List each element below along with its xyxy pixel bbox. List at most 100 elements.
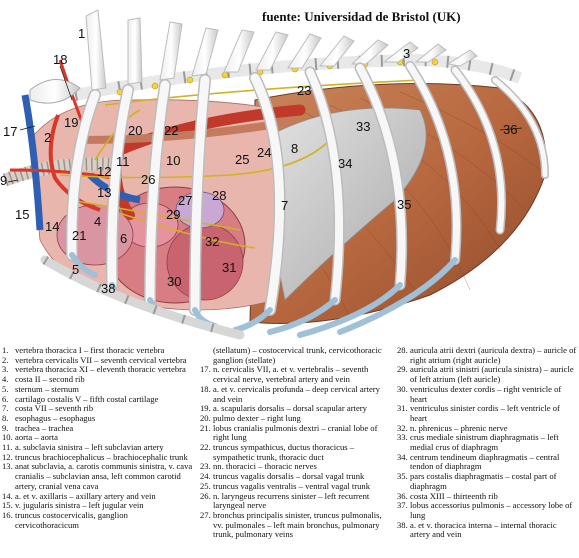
callout-9: 9: [0, 173, 7, 188]
legend-entry-number: 1.: [2, 345, 9, 355]
legend-entry: 21.lobus cranialis pulmonis dextri – cra…: [200, 423, 392, 443]
callout-35: 35: [397, 197, 411, 212]
legend-entry-text: (stellatum) – costocervical trunk, cervi…: [213, 345, 382, 365]
legend-entry-number: 13.: [2, 461, 13, 472]
legend: 1. vertebra thoracica I – first thoracic …: [0, 344, 579, 558]
legend-entry-number: 14.: [2, 490, 13, 501]
legend-entry: (stellatum) – costocervical trunk, cervi…: [200, 345, 392, 365]
callout-2: 2: [44, 130, 51, 145]
legend-entry-number: 12.: [2, 451, 13, 462]
legend-entry-number: 15.: [2, 500, 13, 511]
legend-entry: 16.truncus costocervicalis, ganglion cer…: [2, 509, 195, 530]
legend-entry-number: 18.: [200, 383, 211, 394]
callout-26: 26: [141, 172, 155, 187]
legend-entry-number: 8.: [2, 412, 9, 423]
callout-31: 31: [222, 260, 236, 275]
legend-entry-text: sternum – sternum: [15, 383, 79, 394]
callout-labels: 1 2 3 4 5 6 7 8 9 10 11 12 13 14 15 17 1…: [0, 26, 517, 296]
legend-entry-number: 4.: [2, 374, 9, 385]
legend-entry: 7.costa VII – seventh rib: [2, 404, 195, 414]
legend-entry-text: cartilago costalis V – fifth costal cart…: [15, 393, 159, 404]
legend-entry-text: truncus costocervicalis, ganglion cervic…: [15, 509, 128, 530]
jugular-vein: [21, 94, 44, 231]
legend-entry-number: 31.: [397, 403, 408, 414]
legend-entry: 11.a. subclavia sinistra – left subclavi…: [2, 442, 195, 453]
callout-28: 28: [212, 188, 226, 203]
legend-entry: 10.aorta – aorta: [2, 433, 195, 443]
legend-entry-text: truncus vagalis ventralis – ventral vaga…: [213, 480, 371, 491]
legend-entry-text: lobus accessorius pulmonis – accessory l…: [410, 500, 573, 520]
legend-entry-number: 20.: [200, 412, 211, 423]
legend-entry-text: anat subclavia, a. carotis communis sini…: [15, 461, 193, 491]
legend-entry-text: a. et v. cervicalis profunda – deep cerv…: [213, 383, 380, 404]
legend-entry-text: vertebra thoracica I – first thoracic ve…: [15, 345, 165, 355]
legend-entry: 9. trachea – trachea: [2, 422, 195, 434]
legend-entry-text: a. et v. thoracica interna – internal th…: [410, 519, 557, 540]
callout-18: 18: [53, 52, 67, 67]
legend-entry: 1. vertebra thoracica I – first thoracic …: [2, 345, 195, 356]
legend-entry-text: costa II – second rib: [15, 374, 85, 385]
callout-17: 17: [3, 124, 17, 139]
callout-24: 24: [257, 145, 271, 160]
callout-29: 29: [166, 207, 180, 222]
callout-33: 33: [356, 119, 370, 134]
trachea-rings: [2, 157, 121, 187]
callout-5: 5: [72, 262, 79, 277]
legend-column-3: 28.auricula atrii dextri (auricula dextr…: [397, 345, 579, 540]
legend-entry-text: esophagus – esophagus: [15, 412, 96, 423]
callout-14: 14: [45, 219, 59, 234]
legend-entry-number: 26.: [200, 490, 211, 501]
legend-entry-text: bronchus principalis sinister, truncus p…: [213, 509, 382, 540]
legend-entry-number: 32.: [397, 422, 408, 433]
callout-11: 11: [116, 154, 130, 169]
legend-entry-number: 19.: [200, 403, 211, 414]
legend-entry-text: vertebra thoracica XI – eleventh thoraci…: [15, 364, 186, 375]
legend-entry-number: 6.: [2, 393, 9, 404]
cervical-vertebra: [29, 79, 81, 104]
legend-entry-text: a. et v. axillaris – axillary artery and…: [15, 490, 156, 501]
legend-column-2: (stellatum) – costocervical trunk, cervi…: [200, 345, 392, 540]
legend-entry: 25.truncus vagalis ventralis – ventral v…: [200, 480, 392, 492]
callout-8: 8: [291, 141, 298, 156]
legend-entry: 37.lobus accessorius pulmonis – accessor…: [397, 500, 579, 520]
legend-entry: 27.bronchus principalis sinister, truncu…: [200, 509, 392, 540]
callout-10: 10: [166, 153, 180, 168]
legend-entry: 26.n. laryngeus recurrens sinister – lef…: [200, 490, 392, 511]
callout-19: 19: [64, 115, 78, 130]
leader-lines: [7, 65, 523, 183]
legend-entry: 4. costa II – second rib: [2, 374, 195, 385]
legend-entry-number: 34.: [397, 451, 408, 462]
legend-entry-text: trachea – trachea: [15, 422, 74, 433]
legend-entry: 29.auricula atrii sinistri (auricula sin…: [397, 364, 579, 385]
callout-21: 21: [72, 228, 86, 243]
legend-entry-text: auricula atrii sinistri (auricula sinist…: [410, 364, 574, 385]
legend-entry: 34.centrum tendineum diaphragmatis – cen…: [397, 451, 579, 472]
legend-entry-text: a. scapularis dorsalis – dorsal scapular…: [213, 403, 367, 414]
legend-entry-text: n. cervicalis VII, a. et v. vertebralis …: [213, 364, 369, 385]
legend-entry-number: 24.: [200, 471, 211, 482]
legend-entry-number: 9.: [2, 422, 9, 433]
legend-entry-text: costa VII – seventh rib: [15, 403, 94, 414]
callout-4: 4: [94, 214, 101, 229]
callout-23: 23: [297, 83, 311, 98]
legend-entry-text: pulmo dexter – right lung: [213, 412, 301, 423]
callout-32: 32: [205, 234, 219, 249]
source-label: fuente: Universidad de Bristol (UK): [262, 9, 461, 24]
legend-entry: 18.a. et v. cervicalis profunda – deep c…: [200, 383, 392, 404]
legend-entry-number: 37.: [397, 500, 408, 511]
callout-36: 36: [503, 122, 517, 137]
legend-entry-number: 36.: [397, 490, 408, 501]
legend-entry-number: 38.: [397, 519, 408, 530]
legend-entry-number: 22.: [200, 442, 211, 453]
legend-entry-number: 28.: [397, 345, 408, 355]
legend-entry-number: 25.: [200, 480, 211, 491]
callout-7: 7: [281, 198, 288, 213]
callout-3: 3: [403, 46, 410, 61]
legend-entry: 35.pars costalis diaphragmatis – costal …: [397, 471, 579, 491]
legend-entry-text: truncus sympathicus, ductus thoracicus –…: [213, 442, 355, 462]
callout-1: 1: [78, 26, 85, 41]
legend-entry-text: ventriculus sinister cordis – left ventr…: [410, 403, 560, 423]
legend-entry: 2.vertebra cervicalis VII – seventh cerv…: [2, 355, 195, 366]
callout-20: 20: [128, 123, 142, 138]
legend-entry-number: 29.: [397, 364, 408, 375]
